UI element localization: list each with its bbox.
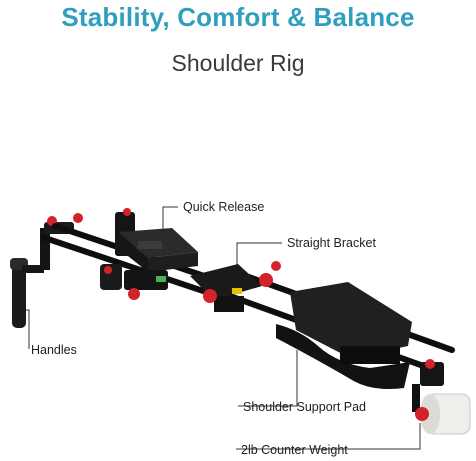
callout-handles: Handles bbox=[31, 343, 77, 357]
callout-counter-weight: 2lb Counter Weight bbox=[241, 443, 348, 457]
leader-counter-weight bbox=[236, 423, 421, 450]
rear-clamp bbox=[412, 359, 444, 412]
callout-shoulder-support-pad: Shoulder Support Pad bbox=[243, 400, 367, 414]
callout-quick-release: Quick Release bbox=[183, 200, 265, 214]
subhead: Shoulder Rig bbox=[171, 50, 305, 76]
handle-grip bbox=[10, 258, 44, 328]
headline: Stability, Comfort & Balance bbox=[61, 2, 415, 32]
shoulder-pad bbox=[276, 282, 412, 389]
counter-weight bbox=[415, 393, 471, 435]
callout-straight-bracket: Straight Bracket bbox=[287, 236, 376, 250]
leader-quick-release bbox=[162, 206, 178, 233]
straight-bracket bbox=[190, 261, 281, 312]
quick-release-plate bbox=[118, 228, 198, 300]
leader-shoulder-pad bbox=[238, 350, 298, 407]
